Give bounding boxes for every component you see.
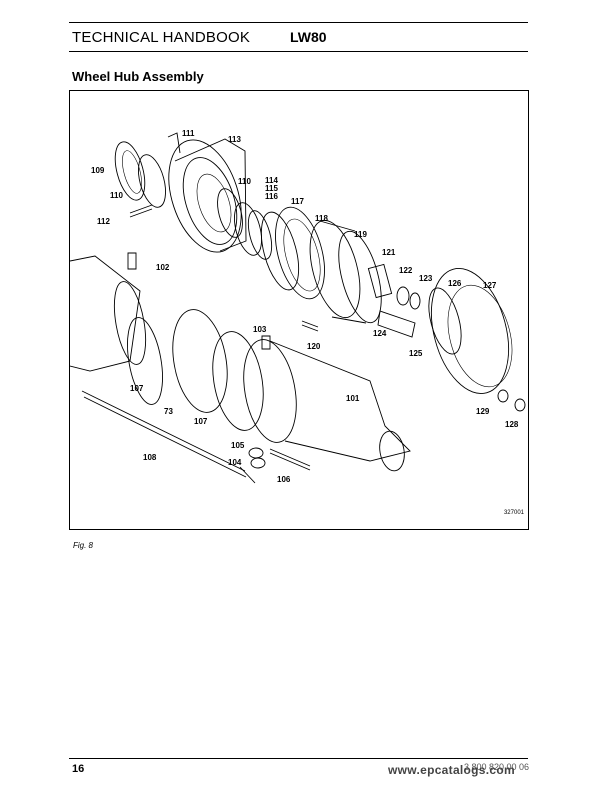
callout-105: 105 (231, 441, 245, 450)
footer-rule (69, 758, 528, 759)
callout-123: 123 (419, 274, 433, 283)
bearing-110 (138, 154, 243, 238)
callout-102: 102 (156, 263, 170, 272)
bolt-111 (167, 132, 181, 154)
callout-110-b: 110 (238, 177, 251, 186)
callout-101: 101 (346, 394, 360, 403)
seal-109 (114, 141, 146, 201)
callout-118: 118 (315, 214, 328, 223)
sun-shaft-124 (377, 310, 416, 338)
callout-121: 121 (382, 248, 396, 257)
callout-127: 127 (483, 281, 497, 290)
breather-102 (127, 252, 137, 270)
callout-119: 119 (354, 230, 367, 239)
watermark-text[interactable]: www.epcatalogs.com (388, 763, 515, 777)
washers-104-105 (248, 447, 266, 469)
callout-122: 122 (399, 266, 413, 275)
callout-126: 126 (448, 279, 462, 288)
callout-116: 116 (265, 192, 278, 201)
page-number: 16 (72, 763, 85, 775)
ring-gear-119 (309, 219, 382, 324)
end-cover-127 (428, 268, 513, 394)
callout-107-b: 107 (194, 417, 208, 426)
vent-103 (261, 335, 271, 350)
figure-caption: Fig. 8 (73, 541, 94, 550)
gear-121-123 (367, 263, 421, 310)
drive-shaft-108 (81, 390, 256, 484)
callout-labels: 111 113 109 110 110 112 114 115 116 117 … (91, 129, 519, 484)
callout-115: 115 (265, 184, 278, 193)
header-rule-lower (69, 51, 528, 52)
plug-128 (514, 398, 526, 412)
callout-112: 112 (97, 217, 110, 226)
callout-111: 111 (182, 129, 195, 138)
callout-114: 114 (265, 176, 278, 185)
callout-106: 106 (277, 475, 291, 484)
callout-110: 110 (110, 191, 123, 200)
bolt-106 (269, 448, 311, 471)
planet-carrier-118 (275, 206, 325, 300)
document-reference: 3 800 820 00 06 (464, 762, 530, 772)
callout-73: 73 (164, 407, 173, 416)
handbook-title: TECHNICAL HANDBOOK (72, 29, 251, 46)
callout-128: 128 (505, 420, 519, 429)
callout-117: 117 (291, 197, 304, 206)
snap-rings-114-117 (234, 202, 300, 291)
callout-109: 109 (91, 166, 105, 175)
wheel-bolt-112 (129, 204, 153, 218)
callout-124: 124 (373, 329, 387, 338)
axle-tube-101 (172, 309, 411, 472)
axle-housing (70, 255, 163, 405)
callout-108: 108 (143, 453, 157, 462)
callout-113: 113 (228, 135, 241, 144)
callout-104: 104 (228, 458, 242, 467)
callout-107: 107 (130, 384, 144, 393)
header-rule (69, 22, 528, 23)
bolt-120 (301, 320, 319, 332)
callout-120: 120 (307, 342, 321, 351)
model-name: LW80 (290, 29, 327, 45)
callout-129: 129 (476, 407, 490, 416)
callout-103: 103 (253, 325, 267, 334)
drawing-number: 327001 (503, 510, 524, 516)
exploded-view-drawing: 111 113 109 110 110 112 114 115 116 117 … (70, 129, 526, 484)
section-title: Wheel Hub Assembly (72, 69, 204, 84)
callout-125: 125 (409, 349, 423, 358)
seal-ring-129 (497, 389, 509, 403)
figure-frame: 111 113 109 110 110 112 114 115 116 117 … (69, 90, 529, 530)
